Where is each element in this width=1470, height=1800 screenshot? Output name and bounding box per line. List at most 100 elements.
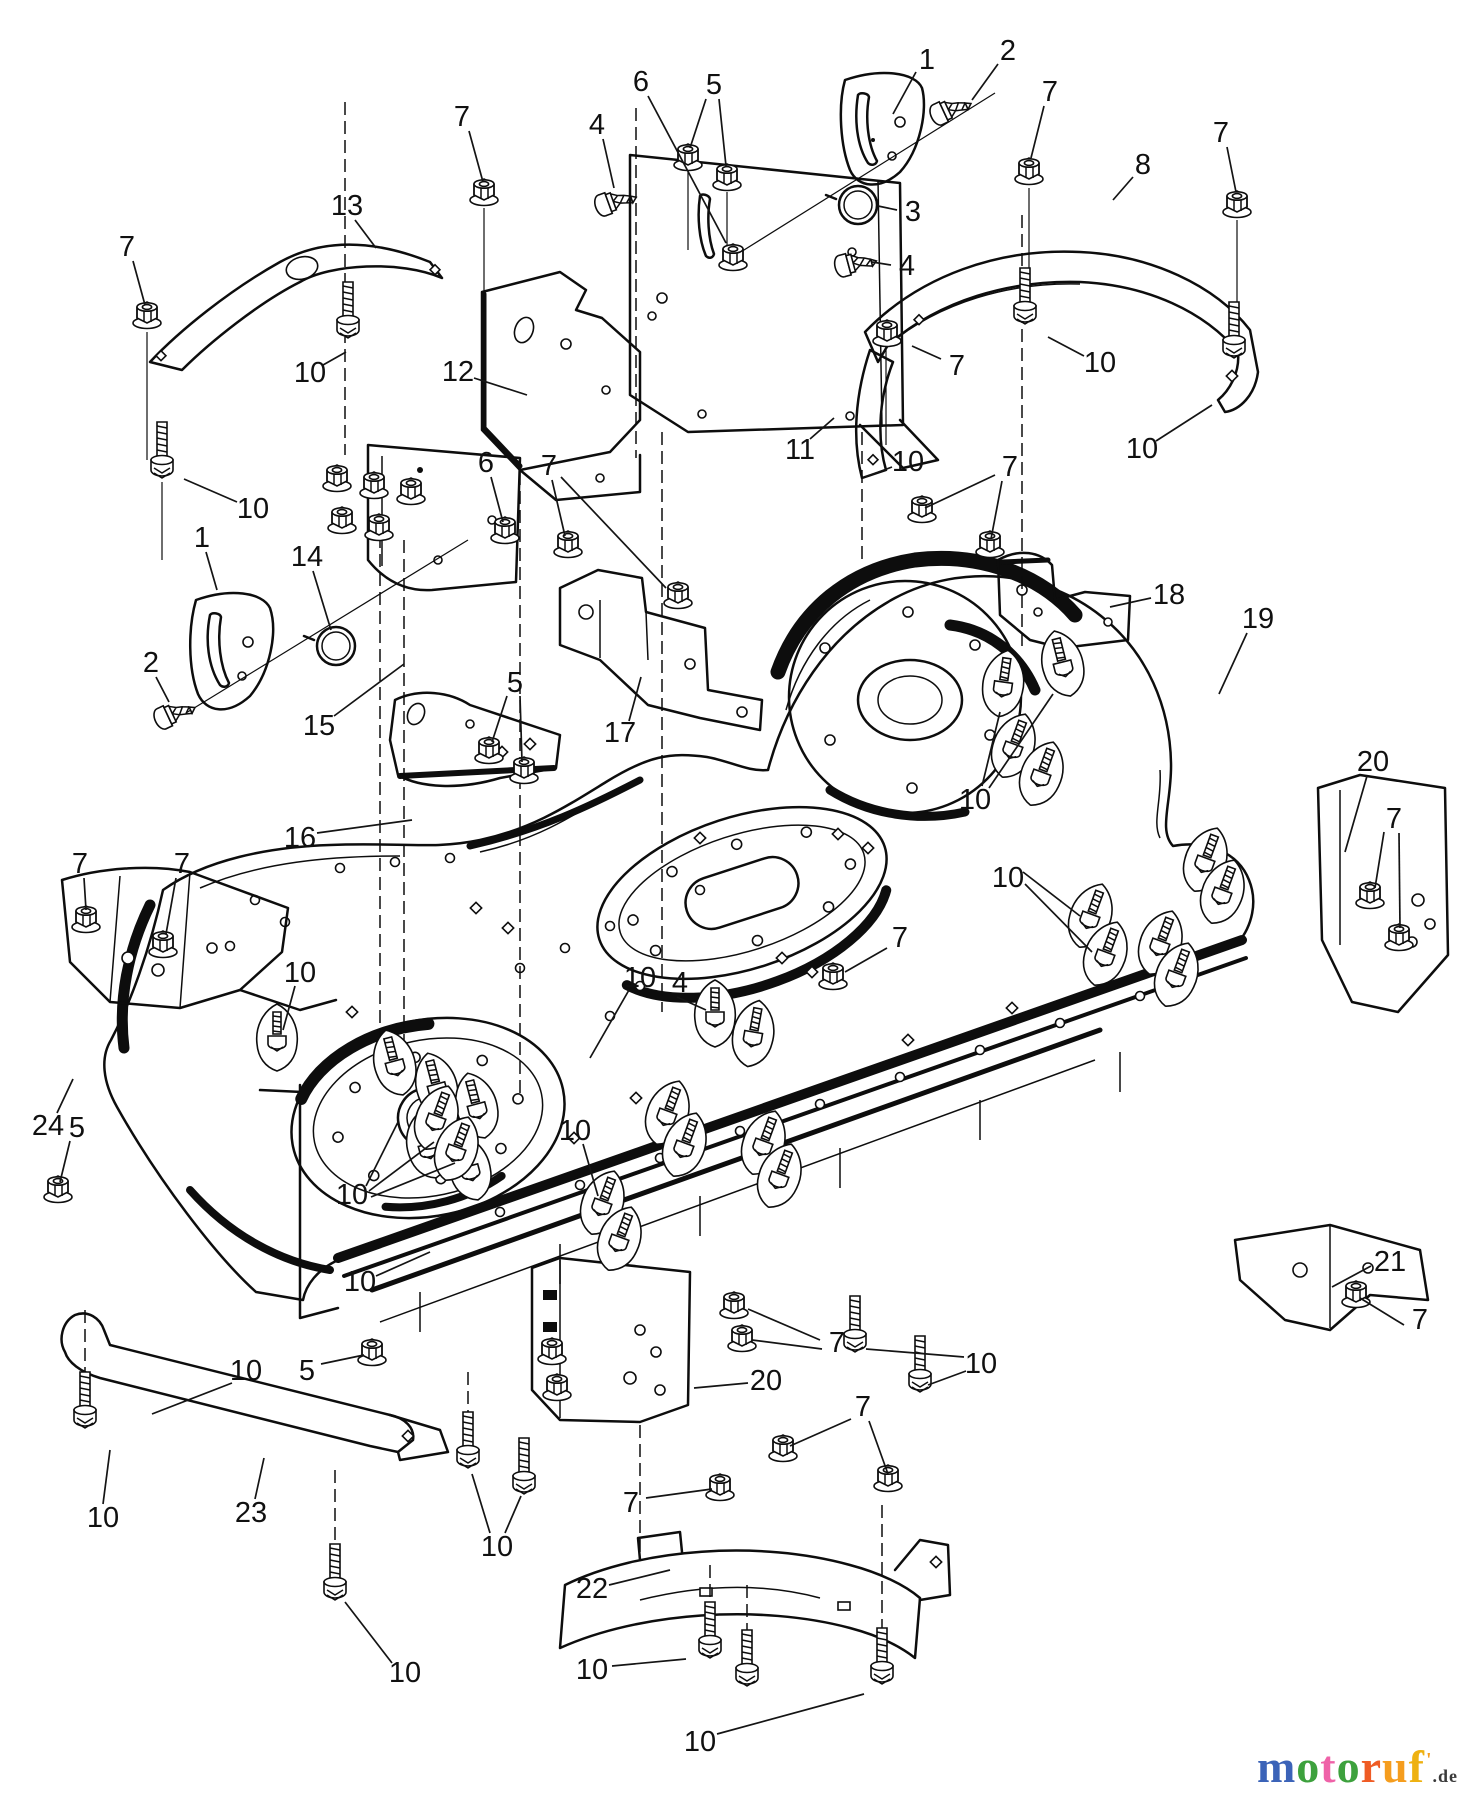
- flange-nut-icon: [663, 581, 693, 610]
- callout-label: 10: [336, 1179, 368, 1211]
- callout-label: 7: [892, 922, 908, 954]
- bolt-icon: [843, 1295, 867, 1353]
- retaining-ring-icon: [302, 625, 357, 667]
- callout-label: 14: [291, 541, 323, 573]
- callout-label: 24: [32, 1110, 64, 1142]
- flange-nut-icon: [873, 1464, 903, 1493]
- hex-screw-icon: [926, 89, 975, 129]
- carriage-bolt-icon: [255, 1003, 299, 1072]
- callout-label: 10: [576, 1654, 608, 1686]
- callout-label: 13: [331, 190, 363, 222]
- callout-label: 7: [454, 101, 470, 133]
- callout-label: 10: [1126, 433, 1158, 465]
- part-11-plate: [628, 153, 940, 470]
- flange-nut-icon: [553, 530, 583, 559]
- callout-label: 22: [576, 1573, 608, 1605]
- callout-label: 6: [633, 66, 649, 98]
- callout-label: 7: [1412, 1304, 1428, 1336]
- callout-label: 10: [624, 962, 656, 994]
- callout-label: 4: [672, 967, 688, 999]
- callout-label: 5: [706, 69, 722, 101]
- logo-tick: ': [1425, 1748, 1433, 1771]
- logo-suffix: .de: [1432, 1766, 1458, 1786]
- callout-label: 2: [143, 647, 159, 679]
- flange-nut-icon: [975, 530, 1005, 559]
- callout-label: 7: [1213, 117, 1229, 149]
- part-12-bracket: [480, 270, 642, 502]
- bolt-icon: [336, 281, 360, 339]
- callout-label: 5: [69, 1112, 85, 1144]
- logo-letter: o: [1336, 1741, 1361, 1792]
- callout-label: 4: [899, 250, 915, 282]
- flange-nut-icon: [357, 1338, 387, 1367]
- flange-nut-icon: [768, 1434, 798, 1463]
- bolt-icon: [512, 1437, 536, 1495]
- bolt-icon: [908, 1335, 932, 1393]
- flange-nut-icon: [727, 1324, 757, 1353]
- callout-label: 11: [785, 434, 815, 466]
- logo-word: motoruf: [1257, 1741, 1425, 1792]
- callout-label: 10: [389, 1657, 421, 1689]
- callout-label: 21: [1374, 1246, 1406, 1278]
- callout-label: 15: [303, 710, 335, 742]
- callout-label: 7: [72, 848, 88, 880]
- callout-label: 3: [905, 196, 921, 228]
- deck-body: [103, 550, 1255, 1332]
- flange-nut-icon: [396, 477, 426, 506]
- callout-label: 10: [1084, 347, 1116, 379]
- hex-screw-icon: [150, 693, 199, 733]
- part-13-brace: [148, 243, 444, 372]
- callout-label: 10: [237, 493, 269, 525]
- logo-letter: r: [1360, 1741, 1383, 1792]
- callout-label: 5: [507, 667, 523, 699]
- flange-nut-icon: [490, 516, 520, 545]
- part-1-plate-left: [189, 591, 275, 711]
- callout-label: 7: [949, 350, 965, 382]
- flange-nut-icon: [872, 319, 902, 348]
- callout-label: 16: [284, 822, 316, 854]
- callout-label: 7: [174, 848, 190, 880]
- motoruf-logo[interactable]: motoruf'.de: [1257, 1744, 1458, 1790]
- retaining-ring-icon: [824, 184, 879, 226]
- flange-nut-icon: [132, 301, 162, 330]
- part-21-bracket: [1233, 1223, 1430, 1332]
- part-8-brace: [854, 250, 1260, 480]
- part-22-chute: [558, 1530, 952, 1660]
- flange-nut-icon: [364, 513, 394, 542]
- flange-nut-icon: [705, 1473, 735, 1502]
- callout-label: 10: [992, 862, 1024, 894]
- bolt-icon: [150, 421, 174, 479]
- flange-nut-icon: [537, 1337, 567, 1366]
- callout-label: 2: [1000, 35, 1016, 67]
- flange-nut-icon: [712, 163, 742, 192]
- callout-label: 10: [230, 1355, 262, 1387]
- center-spindle-plate: [596, 805, 892, 1003]
- flange-nut-icon: [1384, 923, 1414, 952]
- flange-nut-icon: [43, 1175, 73, 1204]
- flange-nut-icon: [1355, 881, 1385, 910]
- callout-label: 7: [623, 1487, 639, 1519]
- part-17-bracket: [558, 568, 764, 732]
- flange-nut-icon: [1014, 157, 1044, 186]
- flange-nut-icon: [322, 464, 352, 493]
- flange-nut-icon: [469, 178, 499, 207]
- flange-nut-icon: [474, 736, 504, 765]
- callout-label: 4: [589, 109, 605, 141]
- flange-nut-icon: [327, 506, 357, 535]
- part-20-bracket-right: [1316, 773, 1450, 1014]
- flange-nut-icon: [1222, 190, 1252, 219]
- bolt-icon: [73, 1371, 97, 1429]
- part-1-plate-top: [839, 71, 926, 186]
- callout-label: 6: [478, 447, 494, 479]
- bolt-icon: [1222, 301, 1246, 359]
- logo-letter: o: [1296, 1741, 1321, 1792]
- logo-letter: f: [1408, 1741, 1425, 1792]
- part-15-bracket: [366, 443, 522, 592]
- callout-label: 7: [1002, 451, 1018, 483]
- flange-nut-icon: [542, 1373, 572, 1402]
- callout-label: 7: [1042, 76, 1058, 108]
- callout-label: 1: [919, 44, 935, 76]
